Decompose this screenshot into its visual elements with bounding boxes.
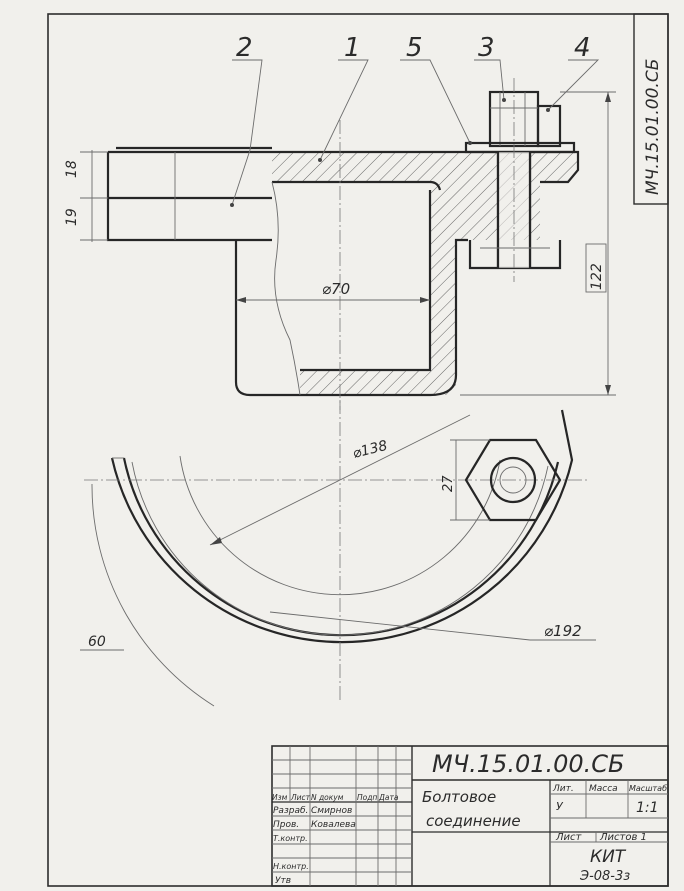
role-tech-control: Т.контр.	[273, 834, 308, 843]
dim-h18: 18	[64, 160, 80, 178]
sheets-label: Листов 1	[599, 832, 647, 843]
assembly-name-line2: соединение	[426, 812, 521, 830]
header-col-sign: Подп	[357, 793, 377, 802]
role-checker: Пров.	[273, 820, 299, 830]
title-block-code: МЧ.15.01.00.СБ	[432, 750, 625, 778]
header-col-date: Дата	[378, 793, 399, 802]
role-developer: Разраб.	[273, 806, 308, 816]
side-code-box: МЧ.15.01.00.СБ	[633, 13, 669, 205]
title-block: Изм Лист N докум Подп Дата Разраб. Пров.…	[271, 745, 669, 887]
dim-h122: 122	[589, 263, 605, 290]
dim-r60: 60	[88, 634, 106, 650]
role-approved: Утв	[275, 876, 291, 886]
name-developer: Смирнов	[311, 806, 352, 816]
header-col-izm: Изм	[272, 793, 288, 802]
part-number-2: 2	[236, 33, 253, 63]
section-hatch-plate	[272, 152, 578, 240]
part-number-3: 3	[478, 33, 495, 63]
mass-label: Масса	[589, 784, 618, 794]
part-number-4: 4	[574, 33, 591, 63]
hex-nut: 27	[441, 438, 562, 522]
washer	[464, 141, 576, 154]
role-norm-control: Н.контр.	[273, 862, 309, 871]
scale-value: 1:1	[636, 800, 659, 816]
dim-h19: 19	[64, 208, 80, 226]
part-number-1: 1	[344, 33, 361, 63]
dim-d70: ⌀70	[322, 280, 350, 298]
scale-label: Масштаб	[629, 784, 667, 793]
top-view: ⌀138 ⌀192 60 27	[80, 400, 596, 707]
header-col-list: Лист	[290, 793, 311, 802]
front-view: ⌀70 18 19 122 2 1 5 3 4	[64, 33, 616, 410]
header-col-doc: N докум	[311, 793, 344, 802]
assembly-name-line1: Болтовое	[422, 788, 496, 806]
dim-w27: 27	[441, 475, 456, 492]
org-line1: КИТ	[590, 847, 627, 867]
lit-value: У	[556, 800, 564, 813]
name-checker: Ковалева	[311, 820, 356, 830]
dim-d192: ⌀192	[544, 622, 582, 640]
side-code-label: МЧ.15.01.00.СБ	[643, 59, 663, 195]
sheet-label: Лист	[555, 832, 583, 843]
title-block-grid	[272, 746, 412, 886]
lit-label: Лит.	[552, 784, 574, 794]
part-number-5: 5	[406, 33, 423, 63]
org-line2: Э-08-3з	[579, 869, 630, 884]
section-hatch-wall	[300, 182, 468, 395]
